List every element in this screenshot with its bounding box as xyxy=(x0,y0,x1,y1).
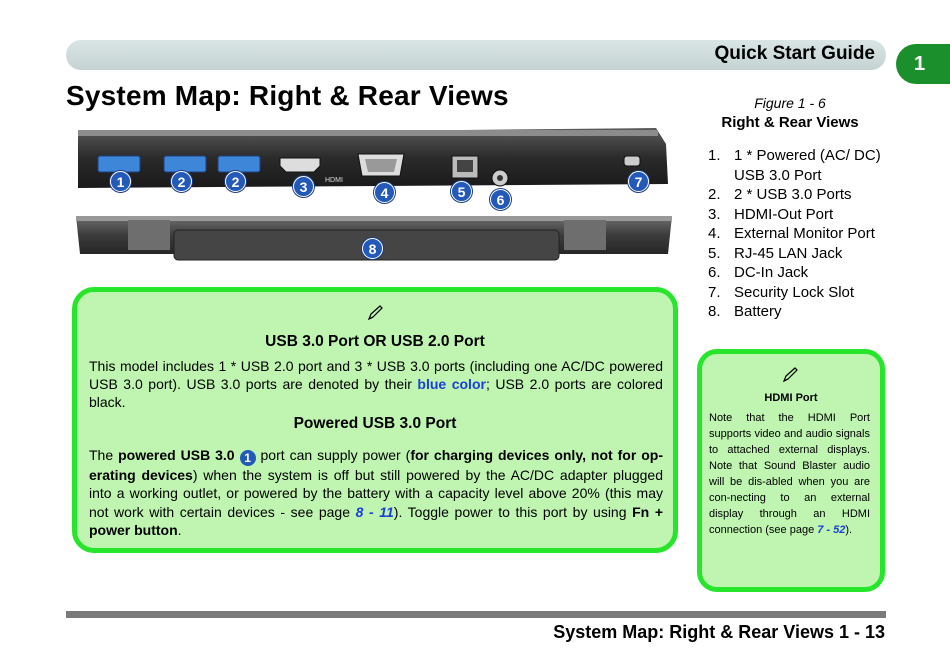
callout-1-inline: 1 xyxy=(239,450,256,467)
powered-usb-heading: Powered USB 3.0 Port xyxy=(293,415,457,432)
callout-1: 1 xyxy=(110,171,131,192)
list-item: 4.External Monitor Port xyxy=(708,225,875,242)
powered-usb-paragraph: The powered USB 3.0 1 port can supply po… xyxy=(89,447,664,538)
list-item: 8.Battery xyxy=(708,303,782,320)
callout-5: 5 xyxy=(451,181,472,202)
right-side-view: HDMI xyxy=(78,128,668,188)
hdmi-note-text: Note that the HDMI Port supports video a… xyxy=(709,412,870,536)
list-item: 5.RJ-45 LAN Jack xyxy=(708,244,843,262)
laptop-illustration: HDMI xyxy=(76,128,672,261)
header-bar xyxy=(66,40,886,70)
usb-note-box xyxy=(72,287,678,553)
hdmi-label: HDMI xyxy=(325,177,343,184)
footer-text: System Map: Right & Rear Views 1 - 13 xyxy=(553,622,885,642)
pencil-icon xyxy=(367,305,383,321)
figure-item-list: 1.1 * Powered (AC/ DC) USB 3.0 Port 2.2 … xyxy=(708,146,888,322)
list-item: 6.DC-In Jack xyxy=(708,264,809,281)
chapter-tab: 1 xyxy=(896,44,950,84)
callout-7: 7 xyxy=(628,171,649,192)
usb-note-paragraph: This model includes 1 * USB 2.0 port and… xyxy=(89,358,663,411)
list-item: 7.Security Lock Slot xyxy=(708,283,855,301)
callout-6: 6 xyxy=(490,189,511,210)
list-item: 1.1 * Powered (AC/ DC) USB 3.0 Port xyxy=(708,147,881,184)
list-item: 2.2 * USB 3.0 Ports xyxy=(708,186,852,203)
callout-8: 8 xyxy=(362,238,383,259)
figure-title: Right & Rear Views xyxy=(721,114,859,131)
figure-number: Figure 1 - 6 xyxy=(754,95,826,111)
hdmi-note-heading: HDMI Port xyxy=(764,392,818,404)
usb-note-heading: USB 3.0 Port OR USB 2.0 Port xyxy=(265,333,485,350)
list-item: 3.HDMI-Out Port xyxy=(708,205,834,223)
callout-4: 4 xyxy=(374,182,395,203)
page-title: System Map: Right & Rear Views xyxy=(66,80,509,111)
callout-2: 2 xyxy=(171,171,192,192)
header-title: Quick Start Guide xyxy=(714,43,875,64)
hdmi-note-box xyxy=(697,349,885,592)
page-link[interactable]: 7 - 52 xyxy=(817,524,846,536)
callout-2: 2 xyxy=(225,171,246,192)
callout-3: 3 xyxy=(293,176,314,197)
rear-view xyxy=(76,216,672,261)
footer-bar xyxy=(66,611,886,618)
page-link[interactable]: 8 - 11 xyxy=(355,503,394,520)
pencil-icon xyxy=(782,367,798,383)
